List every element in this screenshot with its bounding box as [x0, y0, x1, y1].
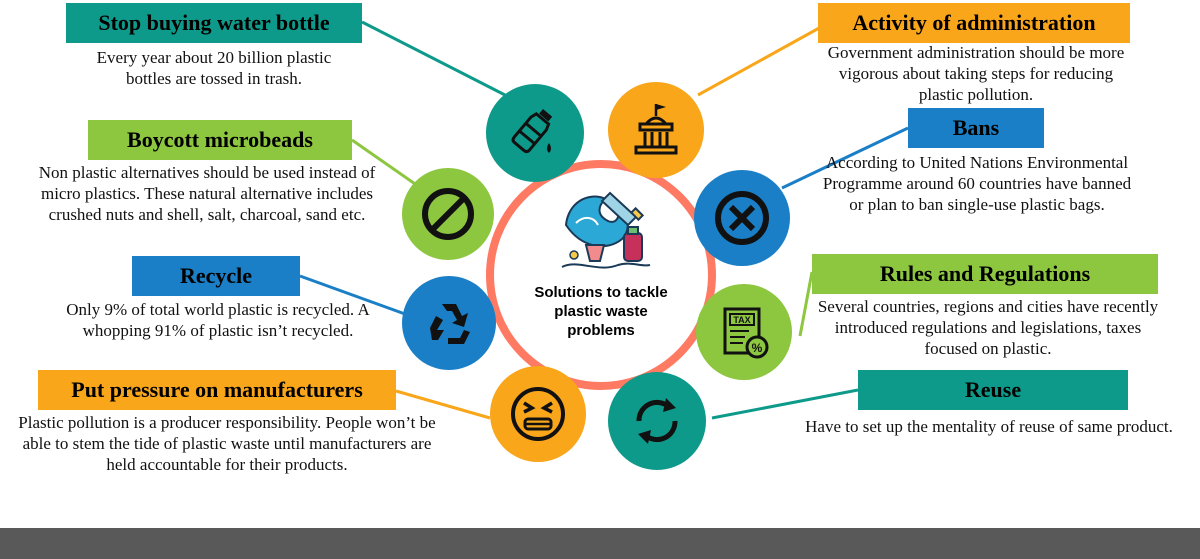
circle-reuse	[608, 372, 706, 470]
label-bans: Bans	[908, 108, 1044, 148]
recycle-icon	[430, 304, 470, 344]
label-activity-of-administration: Activity of administration	[818, 3, 1130, 43]
label-rules-and-regulations: Rules and Regulations	[812, 254, 1158, 294]
desc-recycle: Only 9% of total world plastic is recycl…	[66, 300, 370, 340]
circle-activity-of-administration	[608, 82, 704, 178]
label-put-pressure-on-manufacturers: Put pressure on manufacturers	[38, 370, 396, 410]
frustrated-face-icon	[511, 387, 565, 441]
water-bottle-icon	[511, 109, 553, 154]
label-recycle: Recycle	[132, 256, 300, 296]
circle-recycle	[402, 276, 496, 370]
label-reuse: Reuse	[858, 370, 1128, 410]
desc-rules-and-regulations: Several countries, regions and cities ha…	[817, 297, 1159, 358]
tax-document-icon: TAX %	[723, 307, 769, 359]
ban-x-icon	[715, 191, 769, 245]
desc-put-pressure-on-manufacturers: Plastic pollution is a producer responsi…	[18, 413, 436, 474]
svg-text:TAX: TAX	[733, 315, 750, 325]
plastic-waste-illustration-icon	[558, 185, 654, 282]
desc-reuse: Have to set up the mentality of reuse of…	[805, 417, 1173, 436]
government-building-icon	[634, 104, 678, 155]
circle-bans	[694, 170, 790, 266]
prohibited-icon	[422, 188, 474, 240]
center-title: Solutions to tackle plastic waste proble…	[534, 284, 668, 339]
circle-boycott-microbeads	[402, 168, 494, 260]
desc-boycott-microbeads: Non plastic alternatives should be used …	[38, 163, 376, 224]
footer-bar	[0, 528, 1200, 559]
desc-bans: According to United Nations Environmenta…	[822, 153, 1132, 214]
desc-activity-of-administration: Government administration should be more…	[827, 43, 1125, 104]
circle-put-pressure-on-manufacturers	[490, 366, 586, 462]
desc-stop-buying-water-bottle: Every year about 20 billion plastic bott…	[96, 48, 332, 88]
circle-rules-and-regulations: TAX %	[696, 284, 792, 380]
label-boycott-microbeads: Boycott microbeads	[88, 120, 352, 160]
label-stop-buying-water-bottle: Stop buying water bottle	[66, 3, 362, 43]
svg-text:%: %	[752, 341, 763, 355]
reuse-arrows-icon	[636, 398, 678, 444]
circle-stop-buying-water-bottle	[486, 84, 584, 182]
